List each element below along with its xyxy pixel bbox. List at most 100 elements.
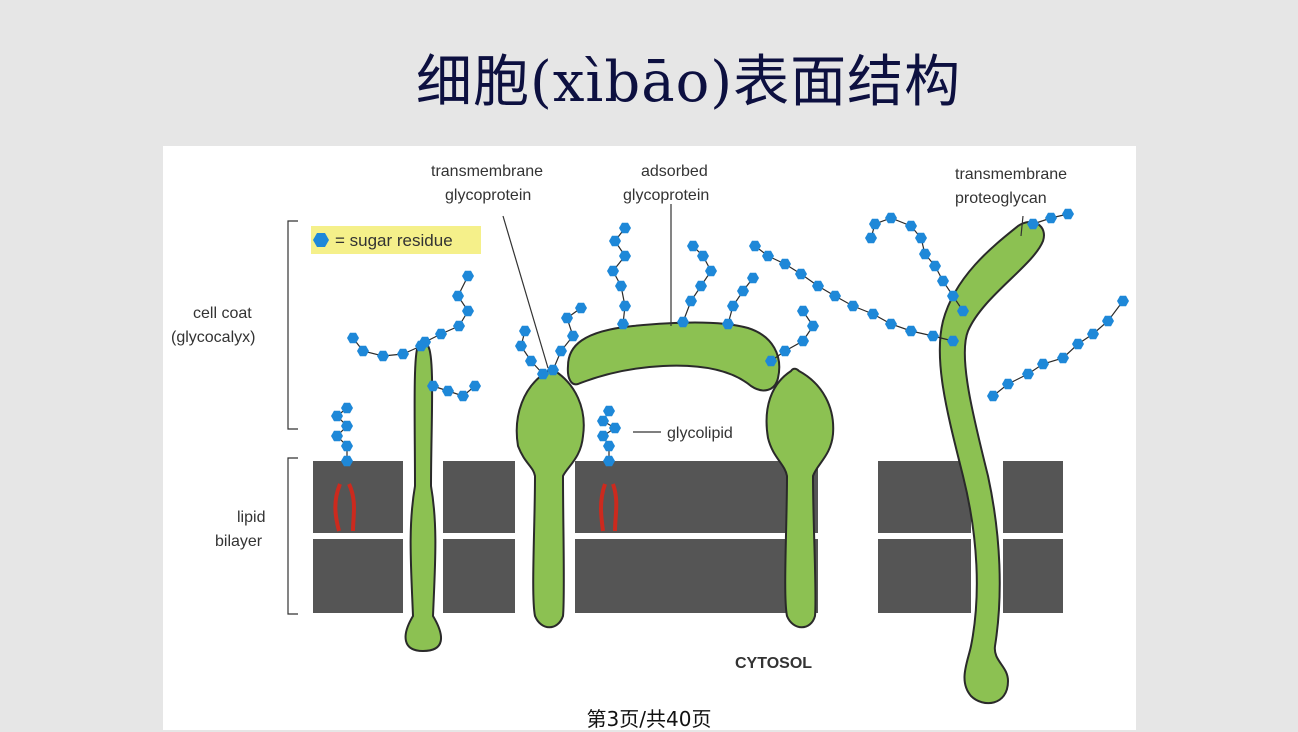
sugar-residue: [615, 280, 627, 292]
sugar-residue: [685, 295, 697, 307]
sugar-residue: [462, 305, 474, 317]
sugar-residue: [357, 345, 369, 357]
sugar-residue: [749, 240, 761, 252]
sugar-residue: [812, 280, 824, 292]
sugar-residue: [779, 258, 791, 270]
sugar-residue: [919, 248, 931, 260]
lipid-tail: [599, 483, 619, 532]
sugar-chain: [432, 385, 476, 397]
sugar-residue: [619, 300, 631, 312]
transmembrane-proteoglycan: [938, 221, 1045, 704]
sugar-residue: [915, 232, 927, 244]
sugar-residue: [607, 265, 619, 277]
sugar-residue: [452, 290, 464, 302]
sugar-residue: [927, 330, 939, 342]
adsorbed-glycoprotein: [566, 321, 781, 392]
sugar-residue: [1022, 368, 1034, 380]
leader-line: [502, 215, 549, 369]
sugar-residue: [885, 212, 897, 224]
sugar-residue: [762, 250, 774, 262]
sugar-residue: [1027, 218, 1039, 230]
sugar-chain: [520, 330, 544, 375]
label-proteoglycan-1: transmembrane: [955, 166, 1067, 183]
lipid-bilayer-bracket: [287, 457, 298, 615]
sugar-residue: [442, 385, 454, 397]
sugar-residue: [547, 364, 559, 376]
sugar-residue: [987, 390, 999, 402]
proteins: [404, 221, 1045, 704]
sugar-residue: [519, 325, 531, 337]
sugar-residue: [609, 235, 621, 247]
sugar-residue: [331, 430, 343, 442]
sugar-residue: [722, 318, 734, 330]
sugar-residue: [609, 422, 621, 434]
sugar-residue: [727, 300, 739, 312]
sugar-residue: [341, 440, 353, 452]
sugar-residues: [331, 208, 1129, 467]
sugar-residue: [617, 318, 629, 330]
sugar-residue: [829, 290, 841, 302]
sugar-residue: [1117, 295, 1129, 307]
sugar-residue: [957, 305, 969, 317]
sugar-residue: [677, 316, 689, 328]
sugar-residue: [947, 335, 959, 347]
sugar-residue: [747, 272, 759, 284]
sugar-residue: [905, 325, 917, 337]
label-bilayer: bilayer: [215, 533, 263, 550]
transmembrane-glycoprotein: [515, 367, 585, 629]
label-transmembrane-glycoprotein-1: transmembrane: [431, 163, 543, 180]
sugar-residue: [1087, 328, 1099, 340]
sugar-residue: [1057, 352, 1069, 364]
sugar-residue: [331, 410, 343, 422]
sugar-residue: [619, 222, 631, 234]
sugar-residue: [797, 335, 809, 347]
sugar-residue: [1002, 378, 1014, 390]
sugar-residue: [397, 348, 409, 360]
sugar-residue: [847, 300, 859, 312]
sugar-residue: [697, 250, 709, 262]
sugar-residue: [347, 332, 359, 344]
legend-highlight: [311, 226, 481, 254]
sugar-residue: [597, 415, 609, 427]
sugar-residue: [885, 318, 897, 330]
leader-lines: [287, 204, 1024, 615]
label-lipid: lipid: [237, 509, 265, 526]
sugar-residue: [603, 455, 615, 467]
cell-surface-figure: = sugar residue transmembrane glycoprote…: [163, 146, 1136, 730]
sugar-residue: [705, 265, 717, 277]
sugar-residue: [427, 380, 439, 392]
sugar-residue: [867, 308, 879, 320]
cell-surface-diagram: = sugar residue transmembrane glycoprote…: [171, 163, 1129, 704]
label-transmembrane-glycoprotein-2: glycoprotein: [445, 187, 531, 204]
sugar-residue: [462, 270, 474, 282]
sugar-chain: [424, 275, 469, 343]
sugar-residue: [687, 240, 699, 252]
bilayer-gap: [818, 458, 878, 616]
integral-protein-narrow: [404, 339, 442, 653]
sugar-residue: [515, 340, 527, 352]
sugar-residue: [779, 345, 791, 357]
sugar-residue: [765, 355, 777, 367]
sugar-residue: [457, 390, 469, 402]
label-adsorbed-glycoprotein-2: glycoprotein: [623, 187, 709, 204]
sugar-residue: [1102, 315, 1114, 327]
sugar-residue: [1045, 212, 1057, 224]
page-indicator: 第3页/共40页: [586, 707, 712, 731]
label-cell-coat-1: cell coat: [193, 305, 252, 322]
sugar-residue: [435, 328, 447, 340]
sugar-residue: [537, 368, 549, 380]
legend-text: = sugar residue: [335, 231, 453, 250]
cell-coat-bracket: [287, 220, 298, 430]
sugar-residue: [797, 305, 809, 317]
sugar-residue: [929, 260, 941, 272]
sugar-residue: [947, 290, 959, 302]
sugar-residue: [525, 355, 537, 367]
sugar-residue: [567, 330, 579, 342]
sugar-residue: [419, 336, 431, 348]
label-cytosol: CYTOSOL: [735, 655, 812, 672]
sugar-residue: [1037, 358, 1049, 370]
glycolipid-left: [333, 483, 356, 532]
sugar-chain: [727, 277, 754, 325]
sugar-residue: [807, 320, 819, 332]
sugar-residue: [597, 430, 609, 442]
